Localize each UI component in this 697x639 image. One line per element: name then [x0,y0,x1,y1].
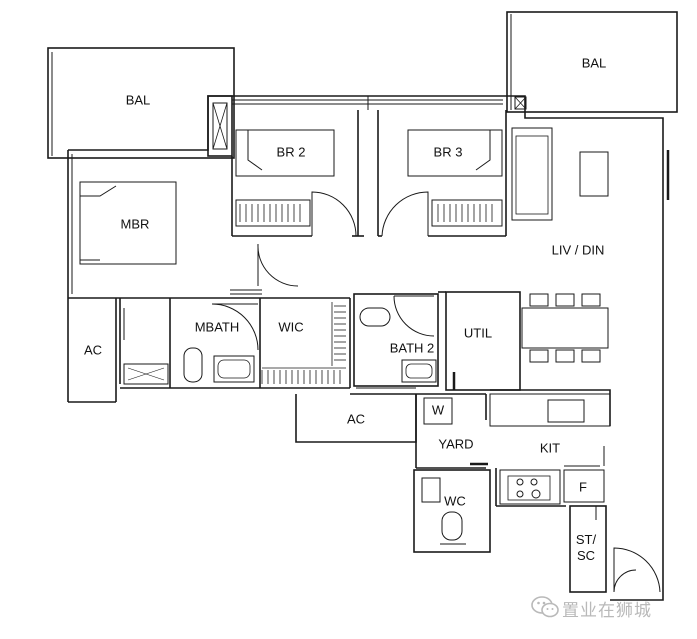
balcony-right [506,11,678,113]
walls [47,11,678,601]
label-w: W [431,402,445,418]
label-wc: WC [444,493,466,509]
label-yard: YARD [438,436,474,452]
label-util: UTIL [463,325,493,341]
label-mbath: MBATH [194,319,240,335]
wechat-icon [531,596,559,618]
label-f: F [579,479,587,495]
label-bath2: BATH 2 [389,340,435,356]
label-liv-din: LIV / DIN [551,242,605,258]
riser-right [514,96,527,110]
label-bal-left: BAL [125,92,151,108]
watermark: 置业在狮城 [528,590,688,622]
label-st-sc: ST/ SC [575,532,597,563]
label-kit: KIT [539,440,561,456]
watermark-text: 置业在狮城 [562,601,652,621]
label-br2: BR 2 [276,144,306,160]
label-bal-right: BAL [581,55,607,71]
riser-left [207,95,233,157]
label-ac-mid: AC [346,411,366,427]
label-mbr: MBR [120,216,150,232]
label-ac-left: AC [83,342,103,358]
balcony-left [47,47,235,159]
label-br3: BR 3 [433,144,463,160]
label-wic: WIC [278,319,304,335]
